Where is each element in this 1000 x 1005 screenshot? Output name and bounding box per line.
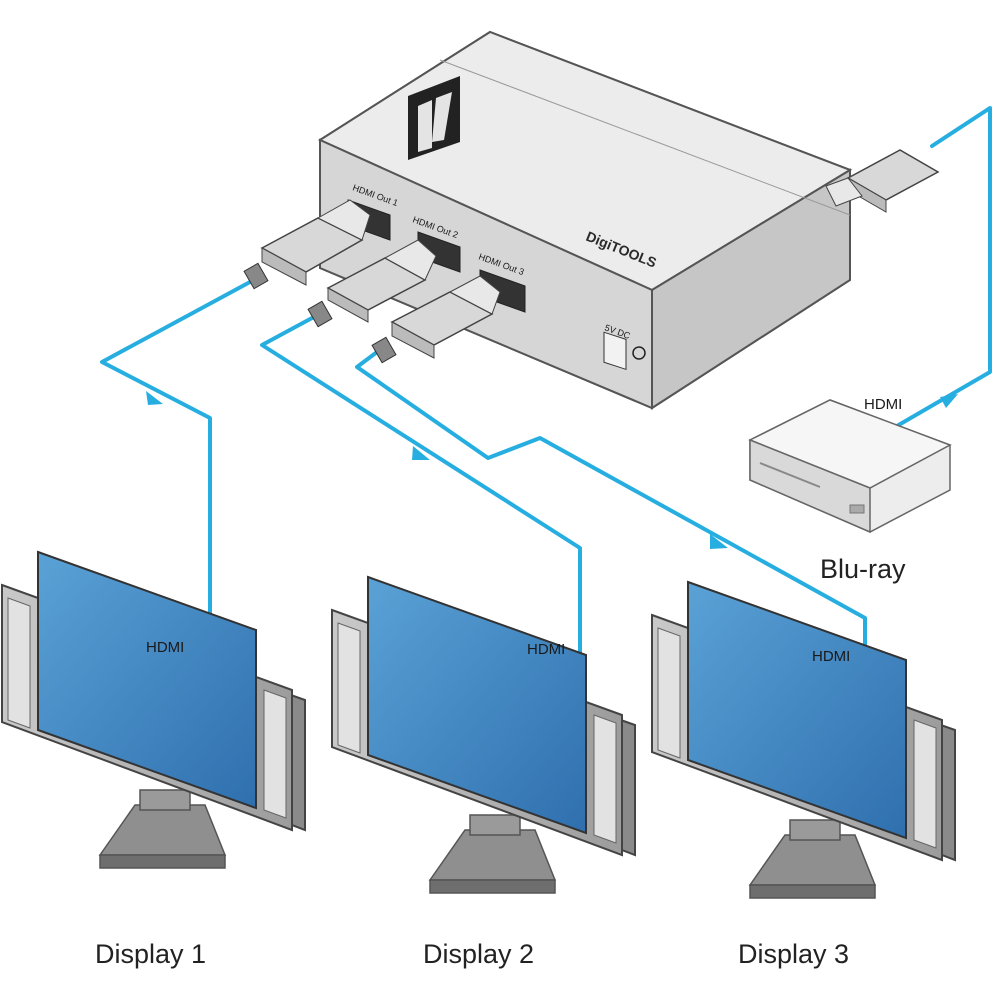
display-3 (651, 581, 956, 899)
hdmi-plug-input (825, 149, 940, 213)
cable-bluray (888, 106, 992, 432)
power-input[interactable]: 5V DC (603, 322, 646, 371)
cable-label-display-3: HDMI (812, 648, 850, 665)
cable-arrow-2 (412, 446, 430, 460)
hdmi-plug-1 (243, 199, 371, 290)
source-label: Blu-ray (820, 554, 906, 584)
kramer-logo (408, 76, 460, 160)
cable-arrow-3 (710, 534, 728, 549)
display-label-3: Display 3 (738, 939, 849, 969)
power-icon (632, 346, 646, 360)
cable-label-display-1: HDMI (146, 639, 184, 656)
display-1 (1, 551, 306, 869)
hdmi-plug-3 (371, 275, 501, 364)
cable-display-3 (355, 350, 867, 734)
bluray-player (748, 399, 952, 534)
cable-arrow-input (940, 394, 958, 408)
hdmi-plug-2 (307, 239, 437, 328)
display-2 (331, 576, 636, 894)
cable-arrow-1 (146, 391, 163, 405)
cable-label-display-2: HDMI (527, 641, 565, 658)
display-label-2: Display 2 (423, 939, 534, 969)
display-label-1: Display 1 (95, 939, 206, 969)
cable-label-source: HDMI (864, 396, 902, 413)
hdmi-splitter-device: HDMI Out 1 HDMI Out 2 HDMI Out 3 5V DC D… (317, 30, 853, 410)
